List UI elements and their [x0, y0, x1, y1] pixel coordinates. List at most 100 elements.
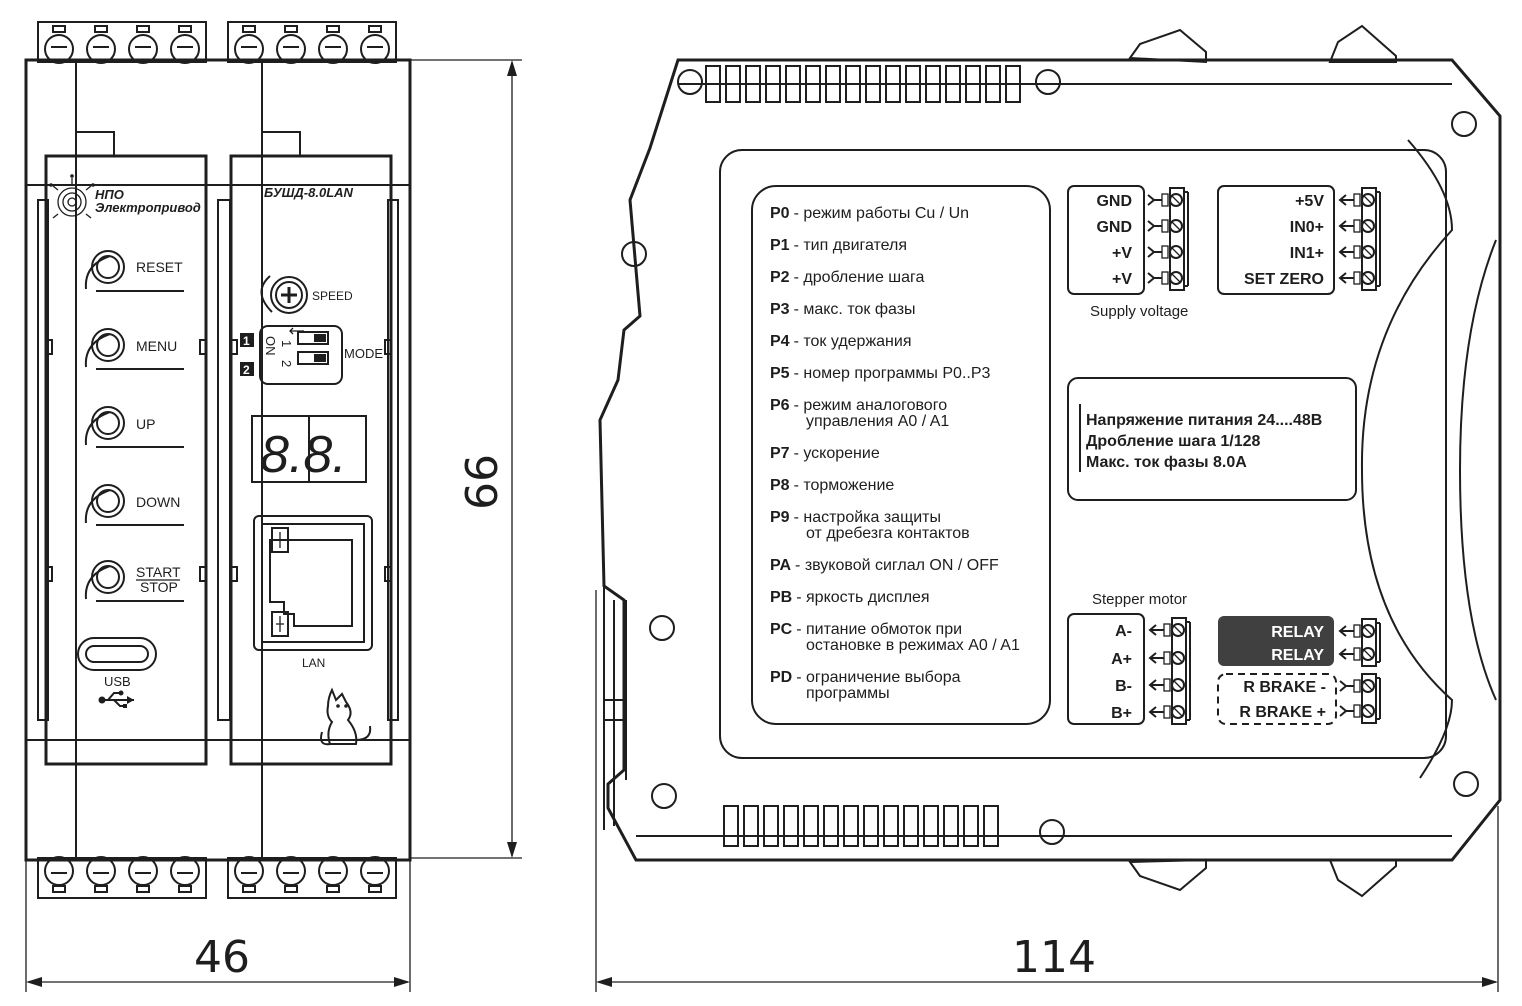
dim-height: 99: [454, 454, 505, 510]
terminal-screw[interactable]: [318, 34, 348, 64]
start-stop-button[interactable]: START STOP: [84, 560, 184, 602]
model-label: БУШД-8.0LAN: [264, 185, 354, 200]
vent-slot: [943, 805, 959, 847]
brand-line1: НПО: [95, 187, 124, 202]
param-code: P6: [770, 397, 790, 414]
param-text: - ток удержания: [794, 333, 912, 350]
npo-logo: [49, 174, 95, 219]
param-text: - яркость дисплея: [796, 589, 929, 606]
param-code: PB: [770, 589, 792, 606]
screw-hole: [677, 69, 703, 95]
usb-label: USB: [104, 674, 131, 689]
terminal-label: GND: [1096, 193, 1132, 210]
down-label: DOWN: [136, 494, 180, 510]
terminal-label: R BRAKE -: [1243, 679, 1326, 696]
param-text: - макс. ток фазы: [794, 301, 916, 318]
vent-slot: [743, 805, 759, 847]
terminal-screw[interactable]: [86, 34, 116, 64]
front-panel-right: [229, 154, 393, 766]
terminal-screw[interactable]: [360, 34, 390, 64]
param-code: PD: [770, 669, 792, 686]
down-button[interactable]: DOWN: [84, 484, 184, 526]
param-text: - настройка защиты: [794, 509, 941, 526]
brake-terminal-box: [1217, 673, 1337, 725]
param-row: P5- номер программы P0..P3: [770, 365, 991, 382]
spec-line-3: Макс. ток фазы 8.0А: [1086, 454, 1247, 471]
motor-caption: Stepper motor: [1092, 591, 1187, 608]
terminal-label: SET ZERO: [1244, 271, 1324, 288]
spec-line-2: Дробление шага 1/128: [1086, 433, 1261, 450]
vent-slot: [963, 805, 979, 847]
dip-badge-2: 2: [243, 363, 250, 377]
param-code: P8: [770, 477, 790, 494]
terminal-screw[interactable]: [128, 34, 158, 64]
terminal-label: A-: [1115, 623, 1132, 640]
dip-sw1-label: 1: [279, 340, 294, 347]
param-row: P6- режим аналогового: [770, 397, 947, 414]
dim-length: 114: [1012, 932, 1096, 983]
param-text: - режим аналогового: [794, 397, 948, 414]
seven-segment-display: 8.8.: [251, 415, 367, 484]
param-code: P1: [770, 237, 790, 254]
param-code: P2: [770, 269, 790, 286]
param-code: P9: [770, 509, 790, 526]
brand-line2: Электропривод: [95, 200, 201, 215]
vent-slot: [923, 805, 939, 847]
supply-terminal-box: [1067, 185, 1145, 295]
param-text-cont: остановке в режимах A0 / A1: [806, 637, 1020, 654]
supply-caption: Supply voltage: [1090, 303, 1188, 320]
param-row: P9- настройка защиты: [770, 509, 941, 526]
up-button[interactable]: UP: [84, 406, 184, 448]
param-code: PA: [770, 557, 791, 574]
param-code: PC: [770, 621, 793, 638]
param-row: PA- звуковой сиглал ON / OFF: [770, 557, 999, 574]
param-text-cont: управления A0 / A1: [806, 413, 949, 430]
relay-terminal-box: [1218, 616, 1334, 666]
terminal-screw[interactable]: [170, 34, 200, 64]
terminal-screw[interactable]: [276, 34, 306, 64]
param-code: P5: [770, 365, 790, 382]
terminal-label: +V: [1112, 271, 1132, 288]
screw-hole: [1039, 819, 1065, 845]
menu-label: MENU: [136, 338, 177, 354]
vent-slot: [983, 805, 999, 847]
terminal-label: RELAY: [1271, 647, 1324, 664]
mode-label: MODE: [344, 346, 383, 361]
lan-port[interactable]: [253, 515, 373, 651]
specs-box: [1067, 377, 1357, 501]
menu-button[interactable]: MENU: [84, 328, 184, 370]
terminal-screw[interactable]: [234, 34, 264, 64]
front-panel-left: [44, 154, 208, 766]
usb-port[interactable]: [77, 637, 157, 671]
usb-icon: [98, 690, 134, 708]
bottom-vents: [723, 805, 999, 847]
display-value: 8.8.: [260, 426, 347, 484]
param-text: - питание обмоток при: [796, 621, 962, 638]
vent-slot: [803, 805, 819, 847]
dip-switch[interactable]: [259, 325, 343, 385]
terminal-label: GND: [1096, 219, 1132, 236]
front-dimensions: 46 99: [25, 59, 522, 992]
param-text: - номер программы P0..P3: [794, 365, 991, 382]
param-code: P7: [770, 445, 790, 462]
screw-hole: [1451, 111, 1477, 137]
terminal-label: B+: [1111, 705, 1132, 722]
terminal-label: RELAY: [1271, 624, 1324, 641]
terminal-label: B-: [1115, 678, 1132, 695]
param-row: P0- режим работы Cu / Un: [770, 205, 969, 222]
reset-button[interactable]: RESET: [84, 250, 184, 292]
speed-potentiometer[interactable]: [260, 275, 308, 314]
param-row: PD- ограничение выбора: [770, 669, 961, 686]
lan-label: LAN: [302, 656, 325, 670]
stop-label: STOP: [140, 579, 178, 595]
param-text: - ограничение выбора: [796, 669, 960, 686]
brake-terminal-pins: R BRAKE - R BRAKE +: [1239, 673, 1381, 724]
param-text-cont: от дребезга контактов: [806, 525, 970, 542]
terminal-label: R BRAKE +: [1239, 704, 1326, 721]
vent-slot: [863, 805, 879, 847]
screw-hole: [1453, 771, 1479, 797]
terminal-screw[interactable]: [44, 34, 74, 64]
terminal-label: IN0+: [1290, 219, 1324, 236]
